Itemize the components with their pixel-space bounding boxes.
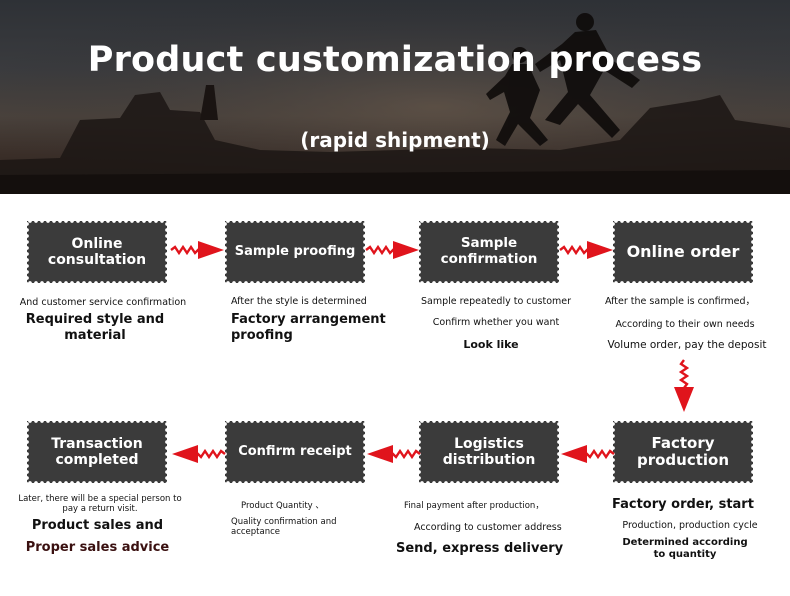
- step-logistics-distribution: Logistics distribution: [419, 421, 559, 483]
- step-description: Send, express delivery: [396, 541, 571, 557]
- step-description: Look like: [404, 338, 578, 351]
- description-line: According to their own needs: [615, 319, 755, 330]
- arrow-right-icon: [365, 241, 419, 259]
- step-label: production: [636, 451, 730, 469]
- step-online-consultation: Online consultation: [27, 221, 167, 283]
- step-label: Logistics: [454, 435, 524, 452]
- step-description: Determined according to quantity: [605, 537, 765, 561]
- description-line: Product Quantity: [241, 501, 313, 511]
- arrow-left-icon: [561, 445, 615, 463]
- page-subtitle: (rapid shipment): [300, 128, 490, 152]
- step-label: Confirm receipt: [238, 443, 352, 459]
- step-label: completed: [55, 452, 139, 468]
- step-description: Required style and material: [15, 312, 175, 343]
- hero-banner: Product customization process (rapid shi…: [0, 0, 790, 194]
- step-label: consultation: [47, 252, 147, 268]
- step-label: Online: [71, 235, 123, 252]
- description-line: pay a return visit.: [62, 503, 138, 514]
- step-confirm-receipt: Confirm receipt: [225, 421, 365, 483]
- description-line: Later, there will be a special person to: [18, 494, 182, 504]
- step-description: Factory arrangement proofing: [231, 312, 396, 343]
- punctuation: ，: [535, 501, 544, 511]
- description-line: According to customer address: [414, 522, 562, 533]
- description-line: Look like: [463, 338, 519, 351]
- step-description: Confirm whether you want: [404, 317, 588, 328]
- step-description: According to their own needs: [600, 319, 770, 330]
- step-description: Sample repeatedly to customer: [404, 296, 588, 307]
- step-description: And customer service confirmation: [19, 297, 187, 308]
- description-line: Product sales and: [31, 518, 164, 533]
- step-description: After the sample is confirmed，: [600, 296, 760, 307]
- arrow-left-icon: [172, 445, 226, 463]
- description-line: material: [64, 327, 126, 343]
- arrow-right-icon: [559, 241, 613, 259]
- step-label: Transaction: [51, 435, 143, 452]
- step-label: Sample: [460, 235, 518, 252]
- description-line: Proper sales advice: [25, 540, 170, 555]
- arrow-right-icon: [170, 241, 224, 259]
- step-description: Product Quantity 、: [241, 501, 371, 511]
- step-description: Later, there will be a special person to…: [10, 494, 190, 515]
- step-description: Product sales and: [20, 518, 175, 534]
- description-line: proofing: [231, 327, 293, 343]
- step-label: distribution: [442, 452, 536, 468]
- step-sample-proofing: Sample proofing: [225, 221, 365, 283]
- page-title: Product customization process: [87, 40, 703, 80]
- step-description: Factory order, start: [612, 497, 782, 513]
- step-transaction-completed: Transaction completed: [27, 421, 167, 483]
- arrow-down-icon: [674, 359, 694, 412]
- step-description: Volume order, pay the deposit: [597, 339, 777, 352]
- hero-background-image: [0, 0, 790, 194]
- step-online-order: Online order: [613, 221, 753, 283]
- step-description: According to customer address: [414, 522, 589, 533]
- description-line: Confirm whether you want: [432, 317, 560, 328]
- step-description: Quality confirmation and acceptance: [231, 517, 366, 537]
- step-description: Production, production cycle: [605, 520, 775, 531]
- description-line: Send, express delivery: [396, 541, 564, 556]
- description-line: Factory arrangement: [231, 312, 386, 327]
- description-line: to quantity: [653, 549, 717, 560]
- step-factory-production: Factory production: [613, 421, 753, 483]
- description-line: acceptance: [231, 527, 281, 538]
- step-label: confirmation: [440, 251, 538, 267]
- step-description: After the style is determined: [231, 296, 367, 307]
- step-label: Sample proofing: [234, 243, 356, 259]
- description-line: Final payment after production: [404, 501, 536, 511]
- description-line: Quality confirmation and: [231, 517, 337, 527]
- step-sample-confirmation: Sample confirmation: [419, 221, 559, 283]
- description-line: Sample repeatedly to customer: [420, 296, 572, 307]
- description-line: Factory order, start: [612, 497, 754, 512]
- step-description: Final payment after production，: [404, 501, 574, 511]
- step-label: Factory: [651, 433, 715, 452]
- description-line: Determined according: [622, 537, 748, 548]
- step-description: Proper sales advice: [10, 540, 185, 556]
- description-line: Volume order, pay the deposit: [607, 339, 767, 351]
- description-line: After the sample is confirmed: [604, 296, 746, 307]
- step-label: Online order: [626, 241, 740, 261]
- description-line: Production, production cycle: [622, 520, 758, 531]
- punctuation: ，: [745, 296, 756, 307]
- punctuation: 、: [315, 501, 324, 511]
- arrow-left-icon: [367, 445, 421, 463]
- description-line: Required style and: [25, 312, 165, 327]
